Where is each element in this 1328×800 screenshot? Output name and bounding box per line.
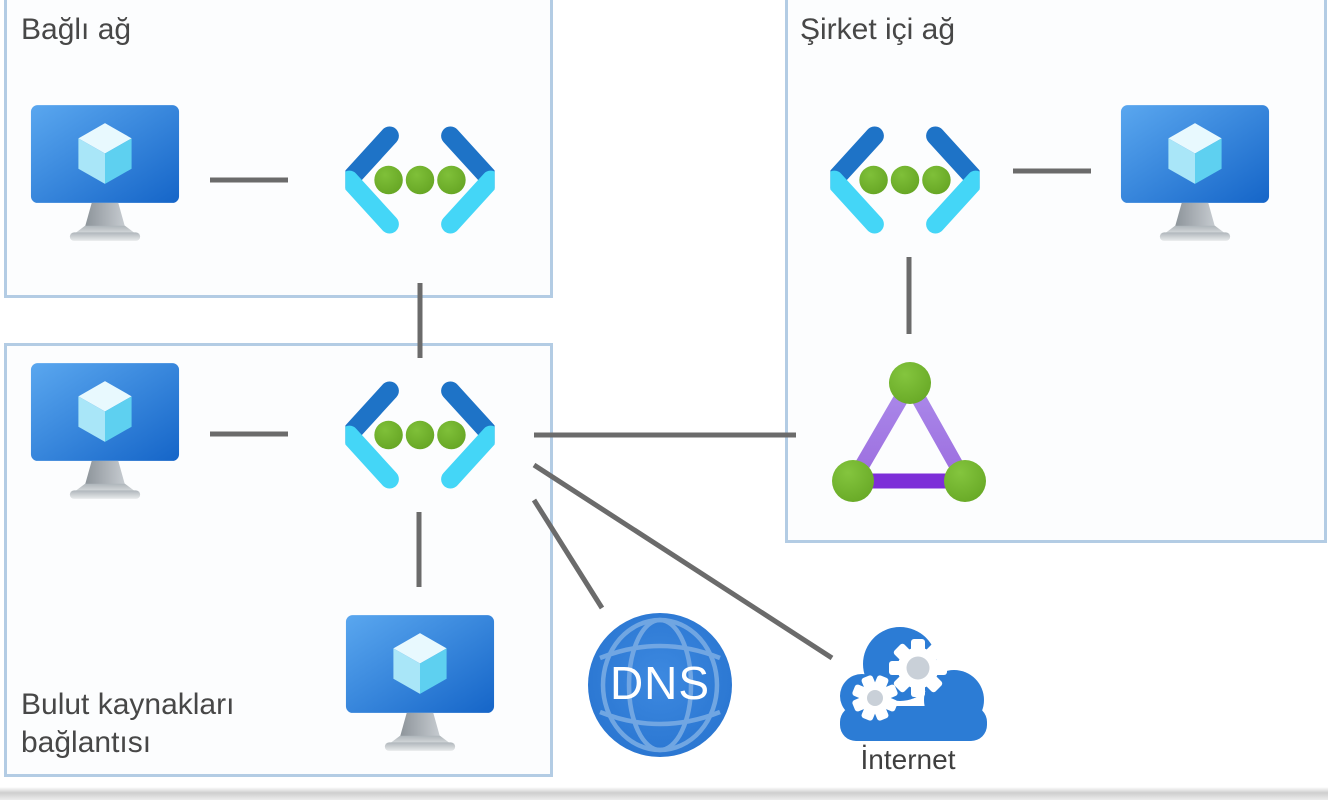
internet-cloud-icon [830, 620, 988, 744]
virtual-machine-icon-cloud-bottom [345, 614, 495, 752]
internet-label: İnternet [860, 744, 956, 775]
onprem-network-label: Şirket içi ağ [800, 13, 956, 46]
cloud-resources-label-line1: Bulut kaynakları [21, 688, 235, 721]
virtual-network-icon-onprem [830, 125, 980, 235]
virtual-network-icon-connected [345, 125, 495, 235]
slide-bottom-edge [0, 787, 1328, 800]
virtual-machine-icon-cloud-left [30, 362, 180, 500]
connected-network-label: Bağlı ağ [21, 13, 132, 46]
virtual-network-icon-cloud [345, 380, 495, 490]
local-network-gateway-icon [831, 360, 987, 508]
dns-label: DNS [609, 657, 711, 709]
virtual-machine-icon-connected [30, 104, 180, 242]
cloud-resources-label: Bulut kaynakları bağlantısı [21, 686, 234, 762]
cloud-resources-label-line2: bağlantısı [21, 726, 152, 759]
virtual-machine-icon-onprem [1120, 104, 1270, 242]
